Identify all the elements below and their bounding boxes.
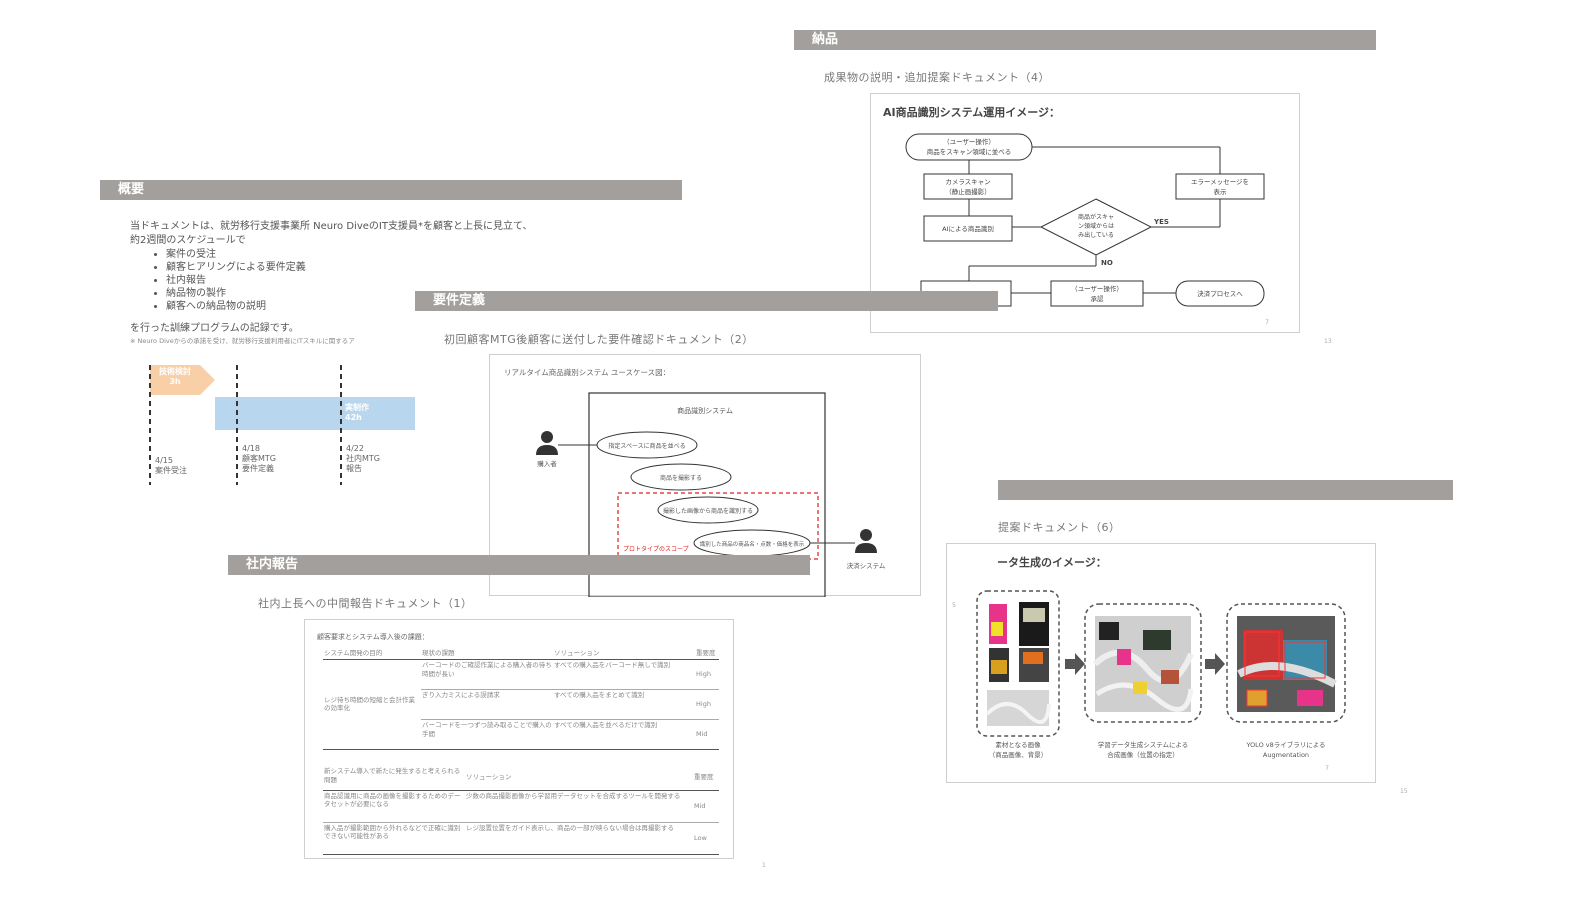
table-cell: すべての購入品をバーコード無しで識別	[554, 660, 671, 669]
priority-cell: Mid	[694, 801, 706, 810]
table-cell: 少数の商品撮影画像から学習用データセットを合成するツールを開発する	[466, 791, 681, 800]
overview-header: 概要	[100, 180, 682, 200]
caption-composite-1: 学習データ生成システムによる	[1098, 740, 1189, 749]
bullet-item: 案件の受注	[166, 248, 306, 261]
node-pay: 決済プロセスへ	[1197, 289, 1243, 298]
intro-line-1: 当ドキュメントは、就労移行支援事業所 Neuro DiveのIT支援員*を顧客と…	[130, 221, 533, 232]
priority-cell: High	[696, 699, 711, 708]
bullet-item: 顧客ヒアリングによる要件定義	[166, 261, 306, 274]
th-new-issue: 新システム導入で新たに発生すると考えられる問題	[324, 767, 461, 784]
proposal-frame: ータ生成のイメージ：	[946, 543, 1376, 783]
table-cell: すべての購入品をまとめて識別	[554, 690, 645, 699]
image-title: ータ生成のイメージ：	[997, 556, 1107, 569]
requirements-subtitle: 初回顧客MTG後顧客に送付した要件確認ドキュメント（2）	[444, 333, 754, 346]
proposal-header	[998, 480, 1453, 500]
actor-payment: 決済システム	[847, 561, 886, 570]
caption-augment-1: YOLO v8ライブラリによる	[1245, 740, 1325, 749]
th-priority: 重要度	[696, 649, 716, 657]
node-start-1: （ユーザー操作）	[943, 137, 995, 146]
page-number: 15	[1400, 788, 1408, 795]
requirements-header: 要件定義	[415, 291, 998, 311]
node-decision-1: 商品がスキャ	[1078, 213, 1114, 221]
table-cell: 購入品が撮影範囲から外れるなどで正確に識別できない可能性がある	[324, 823, 461, 841]
node-error-1: エラーメッセージを	[1191, 178, 1249, 186]
node-camera-1: カメラスキャン	[945, 178, 990, 186]
system-label: 商品識別システム	[677, 406, 733, 415]
node-decision-2: ン領域からは	[1078, 222, 1114, 230]
production-bar	[215, 397, 415, 430]
caption-augment-2: Augmentation	[1263, 751, 1309, 759]
report-table-title: 顧客要求とシステム導入後の課題：	[317, 633, 429, 641]
overview-footnote: ※ Neuro Diveからの承諾を受け、就労移行支援利用者にITスキルに関する…	[130, 337, 355, 345]
overview-intro: 当ドキュメントは、就労移行支援事業所 Neuro DiveのIT支援員*を顧客と…	[130, 220, 532, 248]
timeline-graphic	[149, 365, 415, 485]
th-solution: ソリューション	[466, 773, 512, 782]
report-table-2: 新システム導入で新たに発生すると考えられる問題 ソリューション 重要度 商品認識…	[323, 766, 719, 855]
proposal-subtitle: 提案ドキュメント（6）	[998, 521, 1121, 534]
priority-cell: Mid	[696, 729, 708, 738]
delivery-subtitle: 成果物の説明・追加提案ドキュメント（4）	[824, 71, 1050, 84]
purpose-cell: レジ待ち時間の短縮と会計作業の効率化	[324, 695, 415, 713]
table-cell: ぎり入力ミスによる誤請求	[422, 690, 500, 699]
intro-line-2: 約2週間のスケジュールで	[130, 235, 246, 246]
page-number: 7	[1265, 319, 1269, 326]
prototype-scope-label: プロトタイプのスコープ	[623, 545, 689, 553]
caption-material-1: 素材となる画像	[995, 740, 1041, 749]
overview-closing: を行った訓練プログラムの記録です。	[130, 323, 299, 334]
table-cell: バーコードを一つずつ読み取ることで購入の手間	[422, 720, 552, 738]
table-cell: 商品認識用に商品の画像を撮影するためのデータセットが必要になる	[324, 791, 461, 809]
report-subtitle: 社内上長への中間報告ドキュメント（1）	[258, 597, 473, 610]
node-ai: AIによる商品識別	[942, 224, 994, 233]
report-frame: 顧客要求とシステム導入後の課題： システム開発の目的 現状の課題 ソリューション…	[304, 619, 734, 859]
delivery-header: 納品	[794, 30, 1376, 50]
page-number: 13	[1324, 338, 1332, 345]
table-cell: レジ設置位置をガイド表示し、商品の一部が映らない場合は再撮影する	[466, 823, 674, 832]
page-number: 1	[762, 862, 766, 869]
usecase-1: 指定スペースに商品を並べる	[608, 442, 685, 450]
data-generation-diagram: 素材となる画像 （商品画像、背景） 学習データ生成システムによる 合成画像（位置…	[976, 590, 1346, 759]
table-cell: バーコードのご確認作業による購入者の待ち時間が長い	[422, 660, 552, 678]
priority-cell: High	[696, 669, 711, 678]
usecase-3: 撮影した画像から商品を識別する	[663, 507, 753, 515]
priority-cell: Low	[694, 833, 707, 842]
th-purpose: システム開発の目的	[324, 649, 383, 657]
page-number: 5	[952, 602, 956, 609]
table-cell: すべての購入品を並べるだけで識別	[554, 720, 658, 729]
report-header: 社内報告	[228, 555, 810, 575]
th-issue: 現状の課題	[422, 649, 455, 657]
usecase-title: リアルタイム商品識別システム ユースケース図：	[504, 368, 671, 377]
usecase-2: 商品を撮影する	[660, 474, 702, 482]
th-priority: 重要度	[694, 773, 714, 782]
bullet-item: 社内報告	[166, 274, 306, 287]
tech-review-arrow	[150, 365, 215, 395]
report-table-1: システム開発の目的 現状の課題 ソリューション 重要度 レジ待ち時間の短縮と会計…	[323, 648, 719, 750]
overview-bullets: 案件の受注 顧客ヒアリングによる要件定義 社内報告 納品物の製作 顧客への納品物…	[150, 248, 306, 313]
node-error-2: 表示	[1214, 187, 1228, 196]
node-user-2: 承認	[1091, 294, 1105, 303]
flow-title: AI商品識別システム運用イメージ：	[883, 106, 1061, 119]
caption-composite-2: 合成画像（位置の指定）	[1107, 750, 1179, 759]
bullet-item: 顧客への納品物の説明	[166, 300, 306, 313]
no-label: NO	[1101, 259, 1113, 267]
usecase-diagram: 商品識別システム 購入者 決済システム 指定スペースに商品を並べる 商品を撮影す…	[536, 392, 886, 597]
bullet-item: 納品物の製作	[166, 287, 306, 300]
node-start-2: 商品をスキャン領域に並べる	[927, 147, 1012, 156]
node-decision-3: み出している	[1078, 231, 1114, 239]
usecase-4: 識別した商品の商品名・点数・価格を表示	[700, 540, 805, 548]
node-camera-2: （静止画撮影）	[945, 187, 991, 196]
node-user-1: （ユーザー操作）	[1071, 284, 1123, 293]
caption-material-2: （商品画像、背景）	[989, 750, 1048, 759]
th-solution: ソリューション	[554, 649, 600, 657]
actor-buyer: 購入者	[537, 459, 557, 468]
page-number: 7	[1325, 765, 1329, 772]
yes-label: YES	[1153, 218, 1169, 226]
